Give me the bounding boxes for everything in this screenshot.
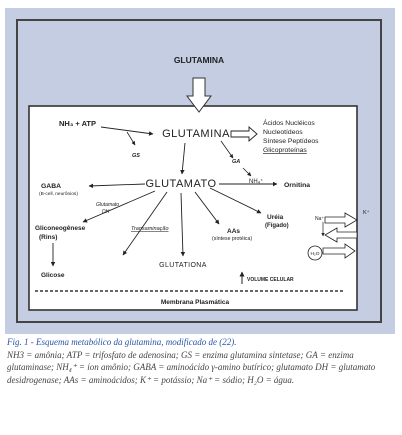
k-label: K⁺: [363, 209, 370, 216]
figado-label: (Fígado): [265, 223, 289, 229]
glutamato-dh-label-1: Glutamato: [96, 202, 119, 208]
gs-label: GS: [132, 153, 140, 159]
volume-label: VOLUME CELULAR: [247, 277, 294, 283]
nh3-to-glutamina-arrow: [100, 126, 154, 136]
products-arrow: [230, 126, 258, 142]
ga-label: GA: [232, 159, 240, 165]
nh4-label: NH₄⁺: [249, 178, 263, 185]
nh3-atp-label: NH₃ + ATP: [59, 119, 96, 128]
frame-title: GLUTAMINA: [174, 55, 224, 65]
glutamina-to-glutamato-arrow: [180, 142, 186, 175]
glutamato-to-glutationa-arrow: [180, 192, 186, 257]
transaminacao-label: Transaminação: [131, 226, 169, 232]
cell-box: [28, 105, 358, 311]
h2o-arrow: [322, 243, 356, 259]
rins-label: (Rins): [39, 234, 57, 241]
h2o-label: H₂O: [310, 251, 319, 257]
glutamato-to-gliconeogenese-arrow: [82, 190, 156, 223]
aas-label: AAs: [227, 228, 240, 235]
caption-label: Fig. 1: [7, 337, 29, 347]
gaba-label: GABA: [41, 183, 61, 190]
glutamato-node: GLUTAMATO: [145, 178, 216, 190]
figure-panel: GLUTAMINA Membrana Plasmática GLUTAMINA …: [5, 8, 395, 334]
caption-title: - Esquema metabólico da glutamina, modif…: [28, 337, 237, 347]
ureia-label: Uréia: [267, 214, 284, 221]
glutamato-to-ureia-arrow: [209, 187, 262, 214]
glutamato-to-aas-arrow: [194, 191, 220, 225]
sintese-proteica-label: (síntese protéica): [212, 236, 252, 242]
nh4-arrow: [242, 167, 252, 177]
gs-arrow: [126, 131, 136, 146]
gliconeogenese-label: Gliconeogênese: [35, 225, 86, 232]
product-0: Ácidos Nucléicos: [263, 118, 315, 127]
caption-legend: NH3 = amônia; ATP = trifosfato de adenos…: [7, 349, 376, 385]
glutamato-to-gaba-arrow: [88, 183, 146, 189]
h2o-circle: [307, 245, 323, 261]
glicose-label: Glicose: [41, 272, 65, 279]
product-3: Glicoproteínas: [263, 147, 307, 154]
gaba-sub-label: (B-cell, neurônios): [39, 191, 78, 197]
glutamato-dh-label-2: DH: [102, 209, 110, 215]
product-1: Nucleotídeos: [263, 129, 303, 136]
ga-arrow: [220, 140, 234, 159]
na-in-arrow: [324, 227, 358, 243]
glutamina-node: GLUTAMINA: [162, 128, 230, 140]
ornitina-label: Ornitina: [284, 182, 310, 189]
product-2: Síntese Peptídeos: [263, 138, 319, 145]
figure-caption: Fig. 1 - Esquema metabólico da glutamina…: [7, 336, 395, 386]
membrana-label: Membrana Plasmática: [161, 299, 230, 306]
glutamato-to-oxaglutarato-arrow: [122, 191, 168, 256]
glutationa-label: GLUTATIONA: [159, 262, 207, 269]
metabolic-diagram: GLUTAMINA Membrana Plasmática GLUTAMINA …: [16, 19, 382, 323]
outer-frame: [16, 19, 382, 323]
k-out-arrow: [324, 212, 358, 228]
glutamine-entry-arrow: [186, 77, 212, 113]
na-label: Na⁺: [315, 216, 324, 222]
